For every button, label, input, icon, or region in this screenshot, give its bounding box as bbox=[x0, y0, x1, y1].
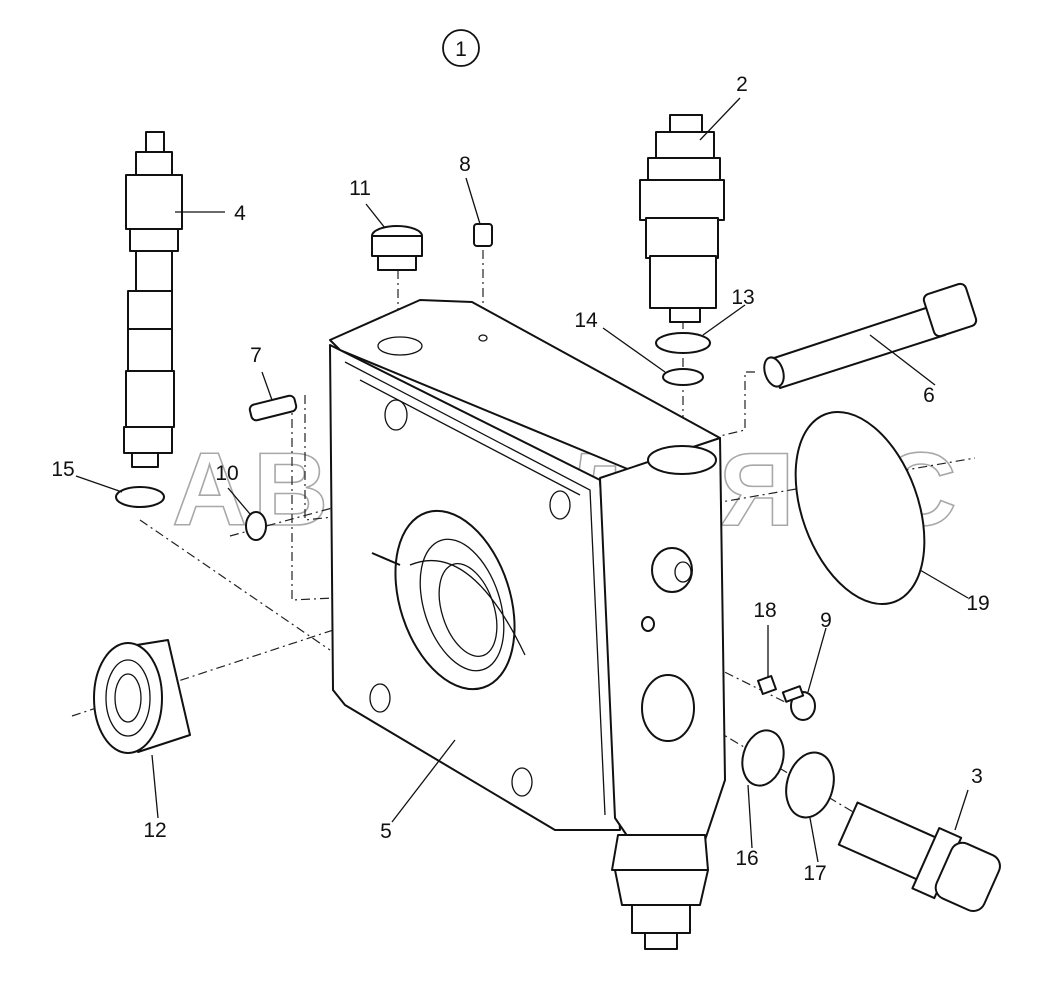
cartridge-valve-3 bbox=[837, 801, 1001, 913]
o-ring-10 bbox=[245, 511, 267, 541]
callout-6: 6 bbox=[923, 384, 935, 407]
callout-5: 5 bbox=[380, 820, 392, 843]
screw-18 bbox=[757, 675, 777, 695]
callout-7: 7 bbox=[250, 344, 262, 367]
cartridge-valve-4 bbox=[123, 131, 183, 468]
callout-15: 15 bbox=[51, 458, 74, 481]
seal-13 bbox=[655, 332, 711, 354]
o-ring-15 bbox=[115, 486, 165, 508]
o-ring-14 bbox=[662, 368, 704, 386]
callout-4: 4 bbox=[234, 202, 246, 225]
bearing-12 bbox=[93, 639, 191, 754]
callout-3: 3 bbox=[971, 765, 983, 788]
callout-8: 8 bbox=[459, 153, 471, 176]
callout-2: 2 bbox=[736, 73, 748, 96]
o-ring-17 bbox=[785, 751, 835, 819]
callout-17: 17 bbox=[803, 862, 826, 885]
leader-lines bbox=[75, 97, 969, 863]
callout-13: 13 bbox=[731, 286, 754, 309]
callout-16: 16 bbox=[735, 847, 758, 870]
bolt-6 bbox=[763, 282, 978, 389]
callout-14: 14 bbox=[574, 309, 598, 332]
nipple-8 bbox=[473, 223, 493, 247]
assembly-label-circle bbox=[442, 29, 480, 67]
plug-11 bbox=[371, 225, 423, 271]
o-ring-19 bbox=[794, 410, 926, 606]
callout-12: 12 bbox=[143, 819, 166, 842]
pin-7 bbox=[248, 394, 298, 422]
screw-9 bbox=[781, 685, 816, 721]
assembly-label: 1 bbox=[455, 38, 467, 61]
seal-16 bbox=[741, 729, 785, 787]
callout-11: 11 bbox=[349, 177, 371, 200]
valve-housing bbox=[329, 299, 726, 950]
relief-valve-2 bbox=[639, 114, 725, 323]
callout-18: 18 bbox=[753, 599, 776, 622]
callout-19: 19 bbox=[966, 592, 989, 615]
callout-9: 9 bbox=[820, 609, 832, 632]
callout-labels: 2 3 4 5 6 7 8 9 10 11 12 13 14 15 16 17 … bbox=[51, 73, 989, 885]
callout-10: 10 bbox=[215, 462, 238, 485]
